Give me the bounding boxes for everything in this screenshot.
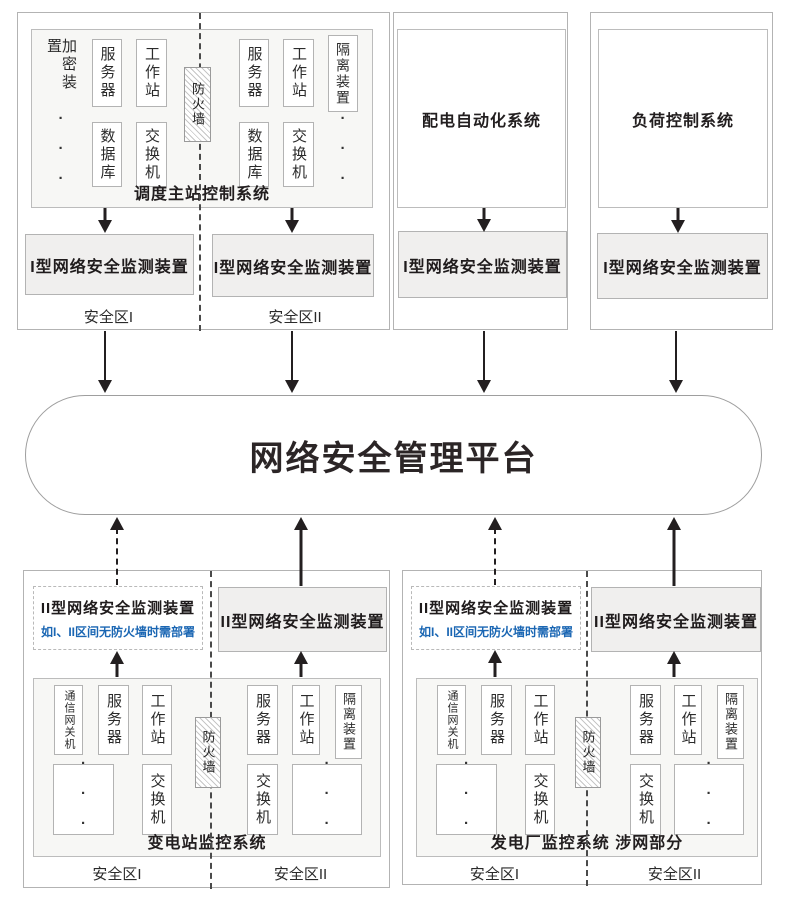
switch-box: 交换机 xyxy=(142,764,172,835)
switch-box: 交换机 xyxy=(136,122,167,187)
ellipsis-dots: ··· xyxy=(334,110,352,200)
database-box: 数据库 xyxy=(92,122,122,187)
arrow-dispatch-zone1-platform xyxy=(98,331,112,393)
zone1-label: 安全区I xyxy=(469,866,520,883)
comm-gateway-box: 通信网关机 xyxy=(54,685,83,755)
platform-label: 网络安全管理平台 xyxy=(249,439,538,478)
firewall-box: 防火墙 xyxy=(195,717,221,788)
isolation-device-box: 隔离装置 xyxy=(328,35,358,112)
type1-monitor-box: I型网络安全监测装置 xyxy=(398,231,567,298)
server-box: 服务器 xyxy=(630,685,661,755)
dispatch-system-box: 加密装置 服务器 工作站 ··· 数据库 交换机 服务器 工作站 隔离装置 数据… xyxy=(31,29,373,208)
zone-divider-dashed xyxy=(199,13,201,331)
switch-box: 交换机 xyxy=(630,764,661,835)
dispatch-system-label: 调度主站控制系统 xyxy=(133,186,270,203)
distribution-system-label: 配电自动化系统 xyxy=(421,112,541,130)
arrow-distribution-monitor xyxy=(477,208,491,232)
load-control-block: 负荷控制系统 I型网络安全监测装置 xyxy=(590,12,773,330)
distribution-system-box: 配电自动化系统 xyxy=(397,29,566,208)
ellipsis-dots-box: ··· xyxy=(53,755,114,845)
ellipsis-dots-box: ··· xyxy=(436,755,497,845)
arrow-load-control-platform xyxy=(669,331,683,393)
firewall-box: 防火墙 xyxy=(575,717,601,788)
switch-box: 交换机 xyxy=(247,764,278,835)
type2-monitor-box: II型网络安全监测装置 xyxy=(218,587,387,652)
switch-box: 交换机 xyxy=(525,764,555,835)
zone2-label: 安全区II xyxy=(268,309,322,326)
type1-monitor-box: I型网络安全监测装置 xyxy=(597,233,768,299)
zone1-label: 安全区I xyxy=(92,866,142,883)
encryption-device-label: 加密装置 xyxy=(45,38,77,92)
type2-monitor-label: II型网络安全监测装置 xyxy=(40,599,196,617)
ellipsis-dots-box: ··· xyxy=(292,755,362,845)
load-control-system-box: 负荷控制系统 xyxy=(598,29,768,208)
deploy-note: 如I、II区间无防火墙时需部署 xyxy=(40,624,195,639)
arrow-distribution-platform xyxy=(477,331,491,393)
power-plant-block: II型网络安全监测装置 如I、II区间无防火墙时需部署 II型网络安全监测装置 … xyxy=(402,570,762,886)
server-box: 服务器 xyxy=(239,39,269,107)
workstation-box: 工作站 xyxy=(136,39,167,107)
type2-monitor-box-conditional: II型网络安全监测装置 如I、II区间无防火墙时需部署 xyxy=(411,586,581,650)
server-box: 服务器 xyxy=(98,685,129,755)
server-box: 服务器 xyxy=(481,685,512,755)
type1-monitor-box: I型网络安全监测装置 xyxy=(25,234,194,295)
substation-block: II型网络安全监测装置 如I、II区间无防火墙时需部署 II型网络安全监测装置 … xyxy=(23,570,390,889)
arrow-power-plant-zone2-platform xyxy=(667,517,681,586)
type2-monitor-box: II型网络安全监测装置 xyxy=(591,587,761,652)
dispatch-block: 加密装置 服务器 工作站 ··· 数据库 交换机 服务器 工作站 隔离装置 数据… xyxy=(17,12,390,331)
deploy-note: 如I、II区间无防火墙时需部署 xyxy=(418,624,573,639)
type2-monitor-box-conditional: II型网络安全监测装置 如I、II区间无防火墙时需部署 xyxy=(33,586,203,650)
ellipsis-dots: ··· xyxy=(52,110,70,200)
arrow-substation-zone1-monitor xyxy=(110,651,124,677)
ellipsis-dots-box: ··· xyxy=(674,755,744,845)
arrow-dispatch-zone2-platform xyxy=(285,331,299,393)
isolation-device-box: 隔离装置 xyxy=(335,685,362,759)
arrow-dispatch-zone1-monitor xyxy=(98,208,112,233)
arrow-power-plant-zone1-monitor xyxy=(488,650,502,677)
arrow-power-plant-zone1-platform-dashed xyxy=(488,517,502,585)
workstation-box: 工作站 xyxy=(674,685,702,755)
server-box: 服务器 xyxy=(247,685,278,755)
zone2-label: 安全区II xyxy=(273,866,328,883)
load-control-system-label: 负荷控制系统 xyxy=(631,112,734,130)
firewall-box: 防火墙 xyxy=(184,67,211,142)
zone2-label: 安全区II xyxy=(647,866,702,883)
security-management-platform: 网络安全管理平台 xyxy=(25,395,762,515)
arrow-substation-zone2-monitor xyxy=(294,651,308,677)
comm-gateway-box: 通信网关机 xyxy=(437,685,466,755)
isolation-device-box: 隔离装置 xyxy=(717,685,744,759)
type2-monitor-label: II型网络安全监测装置 xyxy=(418,599,574,617)
database-box: 数据库 xyxy=(239,122,269,187)
server-box: 服务器 xyxy=(92,39,122,107)
workstation-box: 工作站 xyxy=(283,39,314,107)
workstation-box: 工作站 xyxy=(142,685,172,755)
type1-monitor-box: I型网络安全监测装置 xyxy=(212,234,374,297)
distribution-block: 配电自动化系统 I型网络安全监测装置 xyxy=(393,12,568,330)
arrow-power-plant-zone2-monitor xyxy=(667,651,681,677)
switch-box: 交换机 xyxy=(283,122,314,187)
arrow-dispatch-zone2-monitor xyxy=(285,208,299,233)
substation-system-label: 变电站监控系统 xyxy=(147,835,267,852)
workstation-box: 工作站 xyxy=(292,685,320,755)
arrow-substation-zone1-platform-dashed xyxy=(110,517,124,585)
zone1-label: 安全区I xyxy=(83,309,134,326)
arrow-substation-zone2-platform xyxy=(294,517,308,586)
arrow-load-control-monitor xyxy=(671,208,685,233)
workstation-box: 工作站 xyxy=(525,685,555,755)
